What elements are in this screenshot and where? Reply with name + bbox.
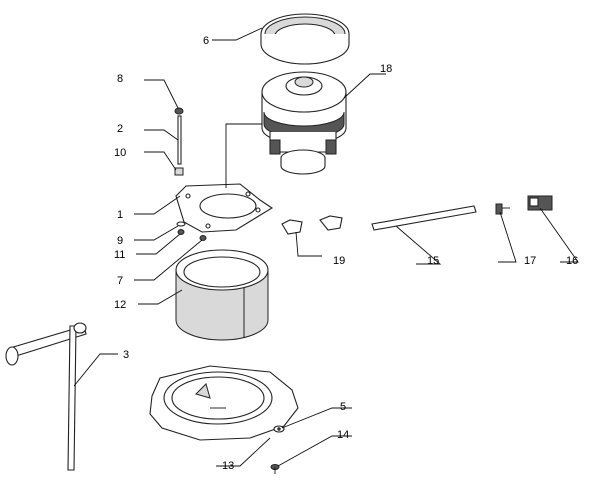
callout-16: 16 xyxy=(566,255,578,267)
part-16-switch xyxy=(527,195,553,211)
callout-17: 17 xyxy=(524,255,536,267)
part-5-washer xyxy=(273,425,285,433)
part-2-rod xyxy=(177,115,182,165)
callout-5: 5 xyxy=(340,401,346,413)
part-3-handle-bar xyxy=(5,322,87,471)
callout-9: 9 xyxy=(117,235,123,247)
part-8-screw xyxy=(174,107,184,115)
part-11-screw xyxy=(177,229,185,235)
callout-12: 12 xyxy=(114,299,126,311)
part-17-connector xyxy=(495,203,510,215)
callout-15: 15 xyxy=(427,255,439,267)
part-19-clips xyxy=(281,215,343,235)
callout-19: 19 xyxy=(333,255,345,267)
callout-3: 3 xyxy=(123,349,129,361)
leader-lines xyxy=(73,27,579,467)
callout-14: 14 xyxy=(337,429,349,441)
callout-7: 7 xyxy=(117,275,123,287)
part-13-base-plate xyxy=(149,365,299,441)
callout-2: 2 xyxy=(117,123,123,135)
part-10-nut xyxy=(174,167,184,176)
part-12-cylinder-housing xyxy=(175,249,269,341)
callout-1: 1 xyxy=(117,209,123,221)
callout-8: 8 xyxy=(117,73,123,85)
callout-6: 6 xyxy=(203,35,209,47)
callout-11: 11 xyxy=(114,249,125,261)
callout-18: 18 xyxy=(380,63,392,75)
callout-13: 13 xyxy=(222,460,234,472)
callout-10: 10 xyxy=(114,147,126,159)
part-6-gasket-ring xyxy=(260,13,350,65)
callout-labels: 6 18 8 2 10 1 9 11 7 12 3 5 14 13 19 15 … xyxy=(114,35,578,472)
part-18-motor xyxy=(261,71,347,175)
part-15-tube xyxy=(371,205,477,231)
part-7-screw xyxy=(199,235,207,241)
part-1-mounting-plate xyxy=(175,183,274,233)
part-9-washer xyxy=(176,221,186,227)
part-14-screw xyxy=(270,464,280,474)
